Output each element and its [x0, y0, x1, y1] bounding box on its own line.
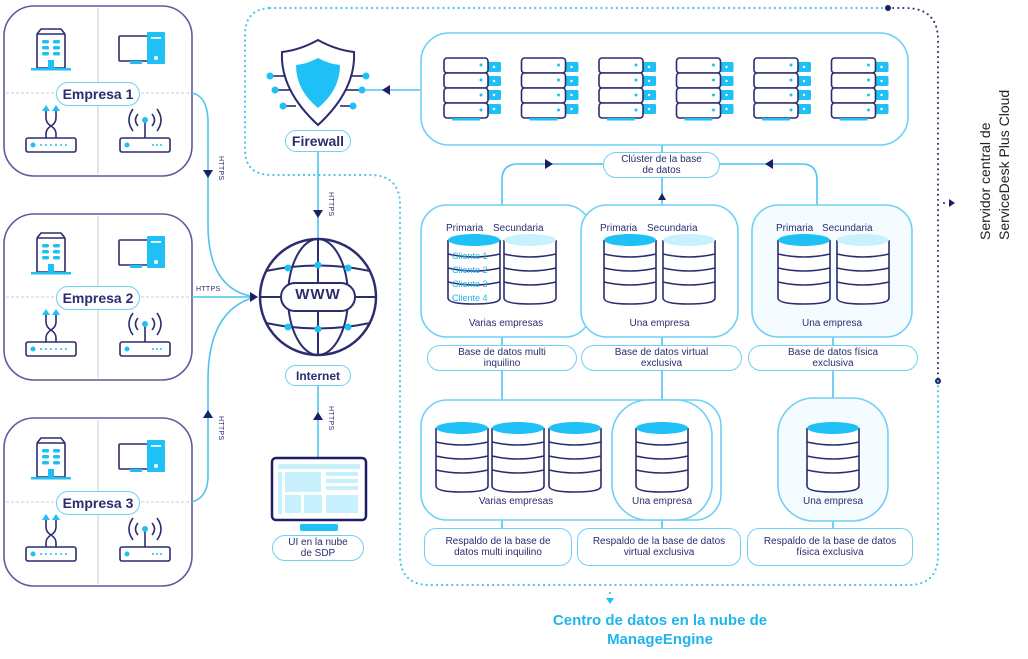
db-type-line2: exclusiva — [640, 358, 683, 369]
backup-line1: Respaldo de la base de — [445, 536, 551, 547]
backup-db-icon — [806, 421, 860, 493]
backup-label-physical: Respaldo de la base de datos física excl… — [747, 528, 913, 566]
db-group-caption: Una empresa — [801, 318, 863, 329]
db-group-caption: Varias empresas — [468, 318, 544, 329]
firewall-label: Firewall — [285, 130, 351, 152]
backup-line1: Respaldo de la base de datos — [763, 536, 897, 547]
db-group-caption: Una empresa — [629, 318, 690, 329]
db-type-label-virtual: Base de datos virtual exclusiva — [581, 345, 742, 371]
computer-icon — [118, 439, 166, 473]
datacenter-line1: Centro de datos en la nube de — [552, 612, 768, 629]
db-type-label-multi: Base de datos multi inquilino — [427, 345, 577, 371]
datacenter-line2: ManageEngine — [607, 631, 713, 648]
cluster-label: Clúster de la base de datos — [603, 152, 720, 178]
https-label: HTTPS — [327, 192, 334, 217]
backup-db-icon — [435, 421, 489, 493]
backup-line2: física exclusiva — [796, 547, 864, 558]
backup-label-multi: Respaldo de la base de datos multi inqui… — [424, 528, 572, 566]
db-type-line1: Base de datos virtual — [614, 347, 709, 358]
primary-label: Primaria — [600, 223, 638, 234]
secondary-label: Secundaria — [647, 223, 698, 234]
primary-label: Primaria — [776, 223, 814, 234]
secondary-db-icon — [662, 233, 716, 305]
https-label: HTTPS — [327, 406, 334, 431]
backup-db-icon — [491, 421, 545, 493]
secondary-label: Secundaria — [493, 223, 544, 234]
primary-label: Primaria — [446, 223, 484, 234]
backup-caption: Una empresa — [802, 496, 864, 507]
datacenter-label: Centro de datos en la nube de ManageEngi… — [530, 611, 790, 649]
building-icon — [30, 28, 72, 72]
backup-db-icon — [635, 421, 689, 493]
db-type-line2: inquilino — [483, 358, 521, 369]
backup-db-icon — [548, 421, 602, 493]
internet-globe-icon — [258, 237, 378, 357]
sdp-ui-label: UI en la nube de SDP — [272, 535, 364, 561]
www-text: WWW — [295, 286, 341, 303]
https-label: HTTPS — [217, 156, 224, 181]
central-server-line2: ServiceDesk Plus Cloud — [996, 89, 1012, 240]
client-label: Cliente 4 — [452, 293, 488, 303]
company-label-3: Empresa 3 — [56, 491, 140, 515]
db-type-line2: exclusiva — [812, 358, 854, 369]
sdp-ui-monitor-icon — [270, 456, 368, 531]
computer-icon — [118, 235, 166, 269]
primary-db-icon — [777, 233, 831, 305]
client-label: Cliente 1 — [452, 251, 488, 261]
client-label: Cliente 2 — [452, 265, 488, 275]
secondary-db-icon — [503, 233, 557, 305]
sdp-ui-label-line1: UI en la nube — [288, 537, 348, 548]
secondary-label: Secundaria — [822, 223, 873, 234]
internet-label: Internet — [285, 365, 351, 386]
db-type-line1: Base de datos física — [787, 347, 879, 358]
backup-line1: Respaldo de la base de datos — [592, 536, 726, 547]
computer-icon — [118, 31, 166, 65]
building-icon — [30, 232, 72, 276]
backup-caption: Varias empresas — [478, 496, 554, 507]
cluster-label-line2: de datos — [642, 165, 681, 176]
backup-caption: Una empresa — [631, 496, 693, 507]
https-label: HTTPS — [196, 286, 221, 293]
https-label: HTTPS — [217, 416, 224, 441]
backup-line2: virtual exclusiva — [623, 547, 695, 558]
company-label-2: Empresa 2 — [56, 286, 140, 310]
central-server-label: Servidor central de ServiceDesk Plus Clo… — [976, 90, 1014, 240]
company-label-1: Empresa 1 — [56, 82, 140, 106]
sdp-ui-label-line2: de SDP — [300, 548, 336, 559]
cluster-label-line1: Clúster de la base — [621, 154, 702, 165]
backup-label-virtual: Respaldo de la base de datos virtual exc… — [577, 528, 741, 566]
db-type-line1: Base de datos multi — [458, 347, 546, 358]
primary-db-icon — [603, 233, 657, 305]
secondary-db-icon — [836, 233, 890, 305]
central-server-line1: Servidor central de — [977, 122, 993, 240]
db-type-label-physical: Base de datos física exclusiva — [748, 345, 918, 371]
building-icon — [30, 437, 72, 481]
firewall-icon — [266, 38, 370, 127]
client-label: Cliente 3 — [452, 279, 488, 289]
backup-line2: datos multi inquilino — [454, 547, 542, 558]
